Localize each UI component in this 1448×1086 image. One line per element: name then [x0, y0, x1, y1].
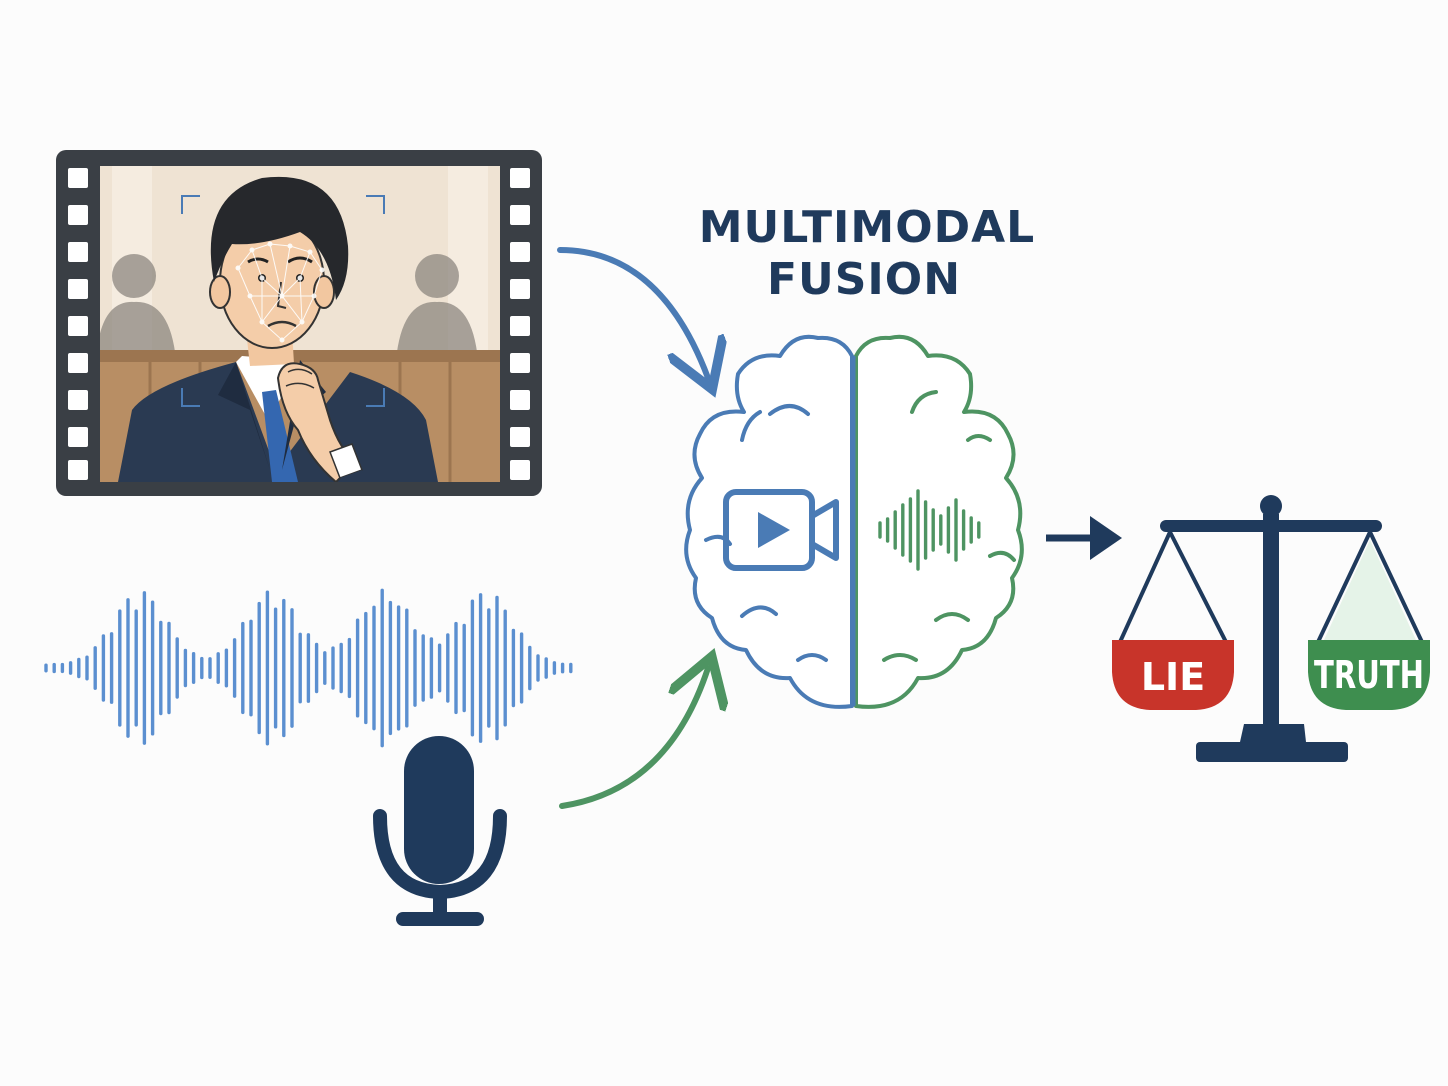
- brain-to-scale-arrow: [1046, 516, 1122, 560]
- truth-pan: TRUTH: [1308, 640, 1430, 710]
- title-line-2: FUSION: [767, 254, 961, 305]
- lie-label: LIE: [1141, 655, 1205, 699]
- sound-wave-icon: [44, 588, 573, 748]
- lie-pan: LIE: [1112, 640, 1234, 710]
- video-camera-icon: [723, 489, 839, 571]
- film-strip-icon: [56, 150, 542, 496]
- title-line-1: MULTIMODAL: [699, 202, 1035, 253]
- audio-wave-icon: [878, 489, 981, 571]
- balance-scale-icon: LIE TRUTH: [1112, 495, 1430, 762]
- film-sprocket-holes-right: [510, 168, 530, 480]
- truth-label: TRUTH: [1314, 653, 1424, 697]
- brain-right-hemisphere: [854, 334, 1024, 709]
- microphone-icon: [373, 736, 507, 926]
- face-detection-box-icon: [181, 195, 385, 407]
- background-people: [100, 254, 478, 360]
- film-sprocket-holes-left: [68, 168, 88, 480]
- brain-icon: [684, 334, 1024, 709]
- face-tracking-mesh: [235, 241, 325, 343]
- courtroom-person-illustration: [100, 166, 500, 482]
- video-to-brain-arrow: [557, 247, 708, 378]
- audio-to-brain-arrow: [559, 668, 708, 809]
